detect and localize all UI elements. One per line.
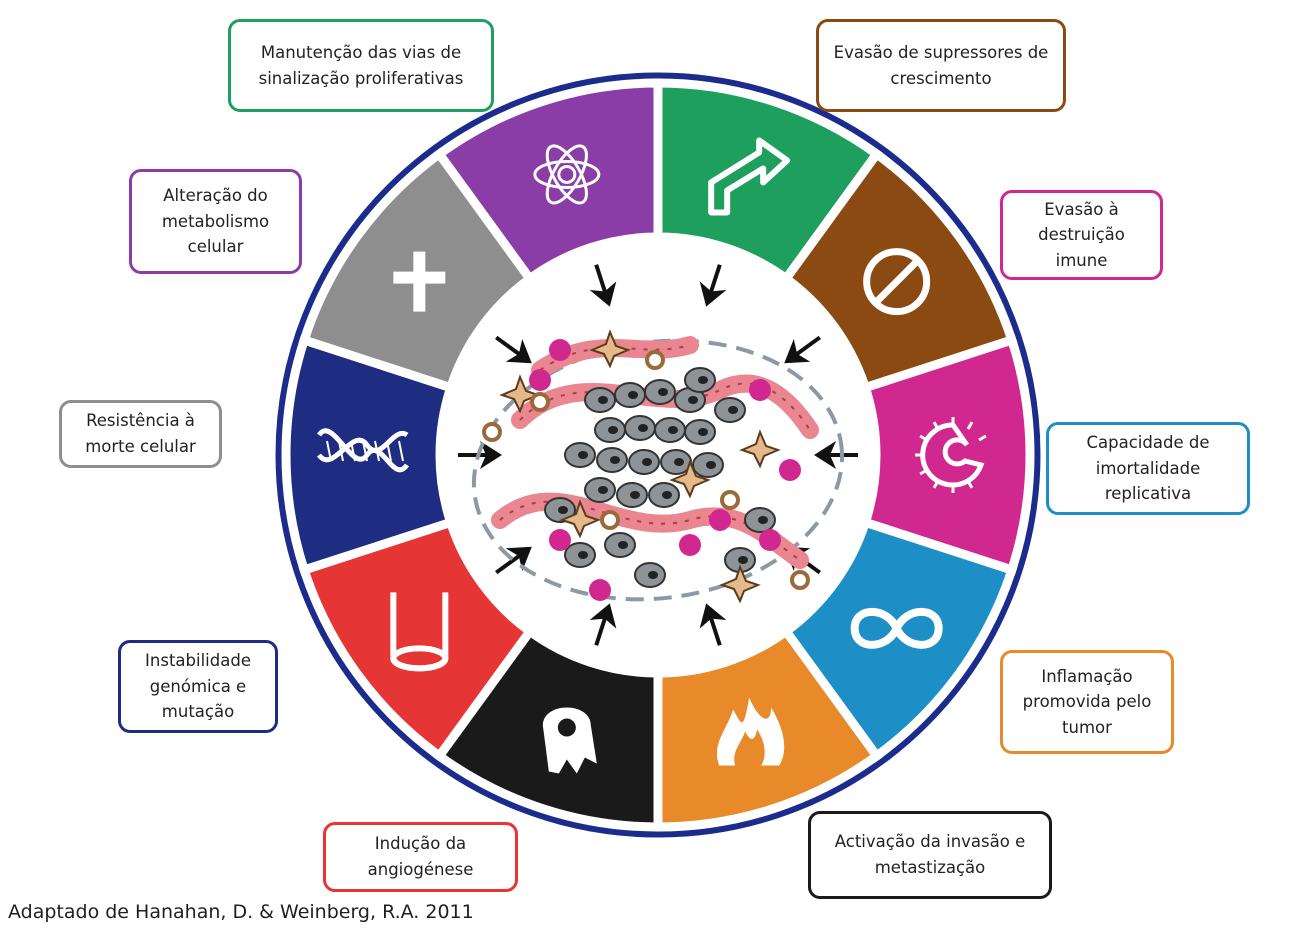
cross-icon xyxy=(393,251,446,312)
inflammatory-cell xyxy=(720,490,740,510)
inward-arrow xyxy=(495,335,532,364)
tumor-microenvironment-illustration xyxy=(471,329,845,604)
label-proliferative: Manutenção das vias de sinalização prolif… xyxy=(228,19,494,112)
arrow-up-right-icon xyxy=(708,137,791,216)
inward-arrow xyxy=(589,603,617,646)
immune-cell xyxy=(709,509,731,531)
label-line: Resistência à xyxy=(86,411,195,431)
label-line: genómica e xyxy=(149,676,247,696)
label-angiogenesis: Indução da angiogénese xyxy=(323,822,518,892)
label-line: Evasão à xyxy=(1044,199,1119,219)
blood-vessel-icon xyxy=(390,592,449,672)
source-caption: Adaptado de Hanahan, D. & Weinberg, R.A.… xyxy=(8,901,474,923)
label-line: tumor xyxy=(1062,717,1112,737)
immune-cell xyxy=(759,529,781,551)
label-line: promovida pelo xyxy=(1022,692,1152,712)
label-line: Activação da invasão e xyxy=(834,832,1026,852)
outer-ring-border xyxy=(275,72,1041,838)
atom-icon xyxy=(533,144,601,205)
immune-cell xyxy=(549,339,571,361)
fibroblast-cell xyxy=(739,429,781,469)
immune-cell xyxy=(749,379,771,401)
label-cell-death: Resistência à morte celular xyxy=(59,400,222,468)
immune-cell xyxy=(679,534,701,556)
label-line: destruição xyxy=(1038,225,1125,245)
immune-cell xyxy=(529,369,551,391)
label-line: Alteração do xyxy=(163,186,268,206)
fibroblast-cell xyxy=(559,499,601,539)
inward-arrow xyxy=(699,603,727,646)
inward-arrow xyxy=(495,546,532,575)
inflammatory-cell xyxy=(790,570,810,590)
immune-cell xyxy=(779,459,801,481)
inflammatory-cell xyxy=(482,422,502,442)
label-line: Manutenção das vias de xyxy=(260,42,462,62)
fibroblast-cell xyxy=(669,459,711,499)
label-immune: Evasão à destruição imune xyxy=(1000,190,1163,280)
inward-arrow xyxy=(458,441,502,469)
infinity-icon xyxy=(850,608,943,649)
inflammatory-cell xyxy=(600,510,620,530)
inflammatory-cell xyxy=(645,350,665,370)
fibroblast-cell xyxy=(719,564,761,604)
label-line: Evasão de supressores de xyxy=(833,42,1049,62)
label-line: Capacidade de xyxy=(1086,433,1210,453)
label-line: Inflamação xyxy=(1041,666,1133,686)
prohibition-icon xyxy=(863,248,931,316)
flame-icon xyxy=(716,697,785,766)
inward-arrow xyxy=(784,335,821,364)
label-inflammation: Inflamação promovida pelo tumor xyxy=(1000,650,1174,754)
label-invasion: Activação da invasão e metastização xyxy=(808,811,1052,899)
label-line: angiogénese xyxy=(367,860,474,879)
label-line: replicativa xyxy=(1104,484,1192,504)
immune-cell xyxy=(589,579,611,601)
immune-cell xyxy=(549,529,571,551)
label-line: Indução da xyxy=(374,834,467,854)
inflammatory-cell xyxy=(530,392,550,412)
label-line: crescimento xyxy=(890,68,992,88)
label-line: mutação xyxy=(161,702,235,722)
invasive-cell-icon xyxy=(542,707,597,774)
label-line: imortalidade xyxy=(1095,458,1201,478)
inner-white-disc xyxy=(440,237,876,673)
fibroblast-cell xyxy=(589,329,631,369)
label-growth-suppressors: Evasão de supressores de crescimento xyxy=(816,19,1066,112)
label-immortality: Capacidade de imortalidade replicativa xyxy=(1046,422,1250,515)
label-line: Instabilidade xyxy=(145,651,251,671)
label-line: imune xyxy=(1055,250,1108,270)
inward-arrow xyxy=(699,264,727,307)
label-genomic: Instabilidade genómica e mutação xyxy=(118,640,278,733)
inward-arrow xyxy=(589,264,617,307)
dna-icon xyxy=(316,428,410,473)
label-line: metabolismo xyxy=(161,211,270,231)
label-metabolism: Alteração do metabolismo celular xyxy=(129,169,302,274)
label-line: morte celular xyxy=(85,437,196,456)
label-line: metastização xyxy=(874,858,986,877)
label-line: sinalização proliferativas xyxy=(258,68,464,88)
immune-cell-icon xyxy=(915,417,987,493)
label-line: celular xyxy=(187,237,244,257)
